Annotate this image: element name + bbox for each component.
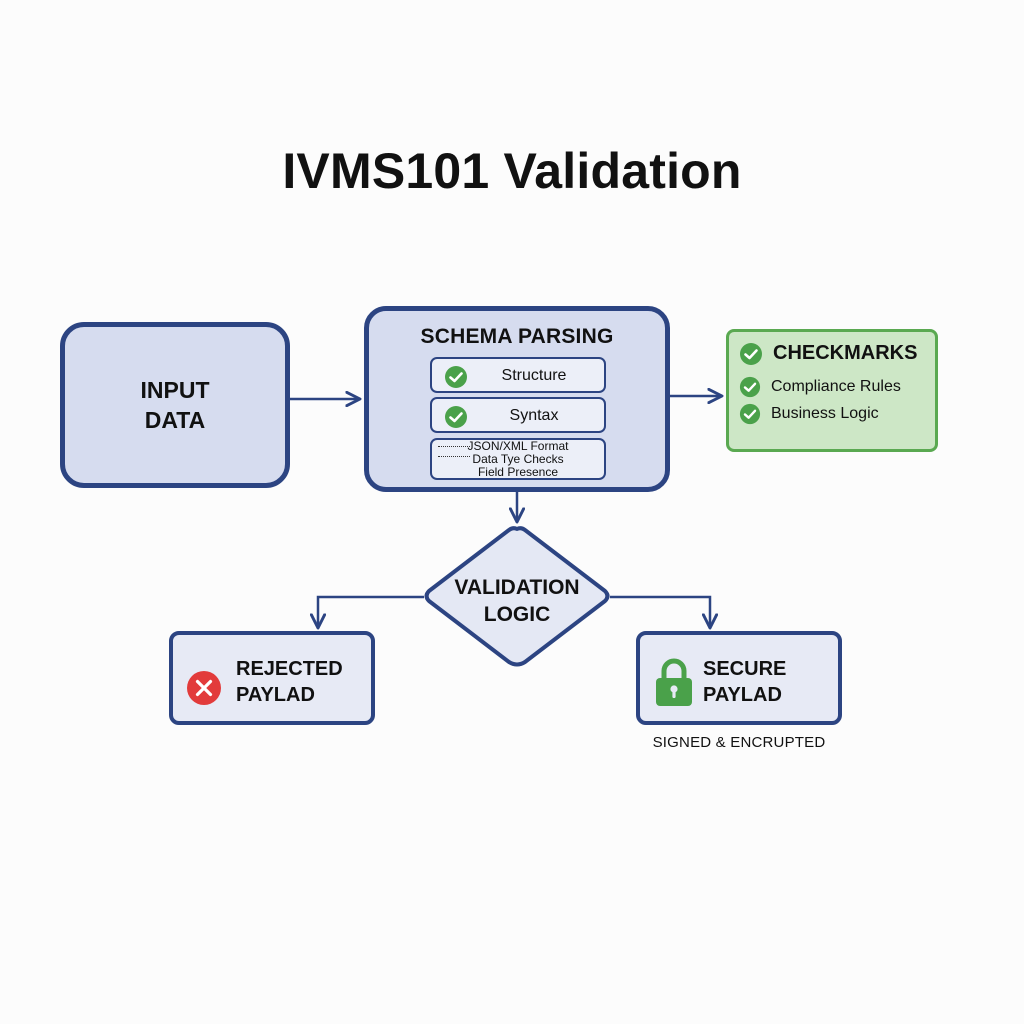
input-data-box: INPUT DATA xyxy=(60,322,290,488)
secure-label-line2: PAYLAD xyxy=(703,684,782,706)
schema-list-item: Data Tye Checks xyxy=(472,452,564,466)
secure-label: SECURE PAYLAD xyxy=(703,656,786,708)
check-circle-icon xyxy=(739,342,763,371)
checkmarks-title: CHECKMARKS xyxy=(773,342,918,364)
diagram-title: IVMS101 Validation xyxy=(282,143,742,199)
schema-parsing-box: SCHEMA PARSING Structure Syntax JSON/XML… xyxy=(364,306,670,492)
secure-caption: SIGNED & ENCRUPTED xyxy=(652,734,826,751)
checkmarks-box: CHECKMARKS Compliance Rules Business Log… xyxy=(726,329,938,452)
schema-row-label: Structure xyxy=(501,367,567,384)
schema-list-item: Field Presence xyxy=(477,465,559,479)
checkmarks-item: Compliance Rules xyxy=(771,378,901,395)
check-circle-icon xyxy=(739,376,761,403)
rejected-label-line1: REJECTED xyxy=(236,658,343,680)
schema-checks-list: JSON/XML Format Data Tye Checks Field Pr… xyxy=(430,438,606,480)
input-data-label-line1: INPUT xyxy=(140,377,210,403)
secure-payload-box: SECURE PAYLAD xyxy=(636,631,842,725)
input-data-label-line2: DATA xyxy=(144,407,206,433)
schema-row-label: Syntax xyxy=(509,407,559,424)
schema-row-structure: Structure xyxy=(430,357,606,393)
arrow-decision-to-secure xyxy=(610,595,710,628)
rejected-label: REJECTED PAYLAD xyxy=(236,656,343,708)
check-circle-icon xyxy=(444,405,468,434)
decision-diamond xyxy=(424,526,610,667)
secure-label-line1: SECURE xyxy=(703,658,787,680)
decision-label-line1: VALIDATION xyxy=(454,576,580,599)
rejected-label-line2: PAYLAD xyxy=(236,684,315,706)
schema-row-syntax: Syntax xyxy=(430,397,606,433)
check-circle-icon xyxy=(444,365,468,394)
rejected-payload-box: REJECTED PAYLAD xyxy=(169,631,375,725)
check-circle-icon xyxy=(739,403,761,430)
decision-label-line2: LOGIC xyxy=(483,603,551,626)
decision-label: VALIDATION LOGIC xyxy=(422,574,612,628)
checkmarks-item: Business Logic xyxy=(771,405,879,422)
x-circle-icon xyxy=(186,670,222,713)
dotted-leader xyxy=(438,446,470,447)
validation-logic-decision: VALIDATION LOGIC xyxy=(422,525,612,667)
dotted-leader xyxy=(438,456,470,457)
lock-icon xyxy=(654,657,694,714)
arrow-decision-to-rejected xyxy=(318,595,424,628)
schema-parsing-title: SCHEMA PARSING xyxy=(420,325,614,348)
schema-list-item: JSON/XML Format xyxy=(467,439,569,453)
